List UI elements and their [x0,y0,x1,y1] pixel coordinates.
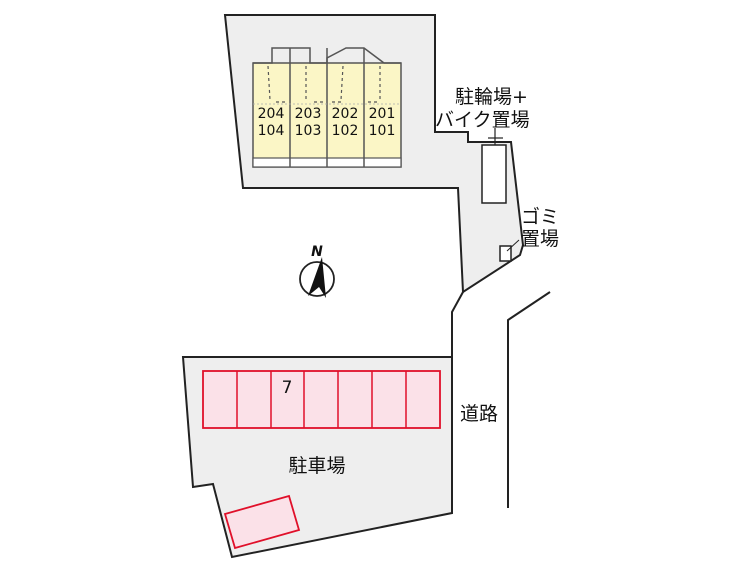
road-label: 道路 [460,403,498,425]
parking-spaces [202,370,441,550]
bicycle-parking-label-line1: 駐輪場+ [455,86,528,108]
garbage-area [499,245,512,262]
unit-label-204: 204 [258,106,285,122]
north-arrow-icon [299,257,335,298]
garbage-label-line1: ゴミ [521,206,559,228]
garbage-leader-line [506,239,520,252]
bicycle-parking-label-line2: バイク置場 [435,109,530,131]
road-edge-left [451,291,464,513]
parking-label: 駐車場 [288,455,345,477]
building-top-outline [253,47,401,64]
unit-label-201: 201 [369,106,396,122]
unit-label-202: 202 [332,106,359,122]
road-edge-right [507,291,551,508]
unit-label-101: 101 [369,123,396,139]
unit-label-102: 102 [332,123,359,139]
parking-space [202,370,441,429]
unit-label-104: 104 [258,123,285,139]
apartment-building [252,47,402,168]
parking-space-angled [223,494,301,550]
unit-label-203: 203 [295,106,322,122]
garbage-label-line2: 置場 [521,228,559,250]
north-label: N [311,244,323,260]
bicycle-parking-area [481,144,507,204]
unit-label-103: 103 [295,123,322,139]
parking-count-label: 7 [282,378,293,398]
